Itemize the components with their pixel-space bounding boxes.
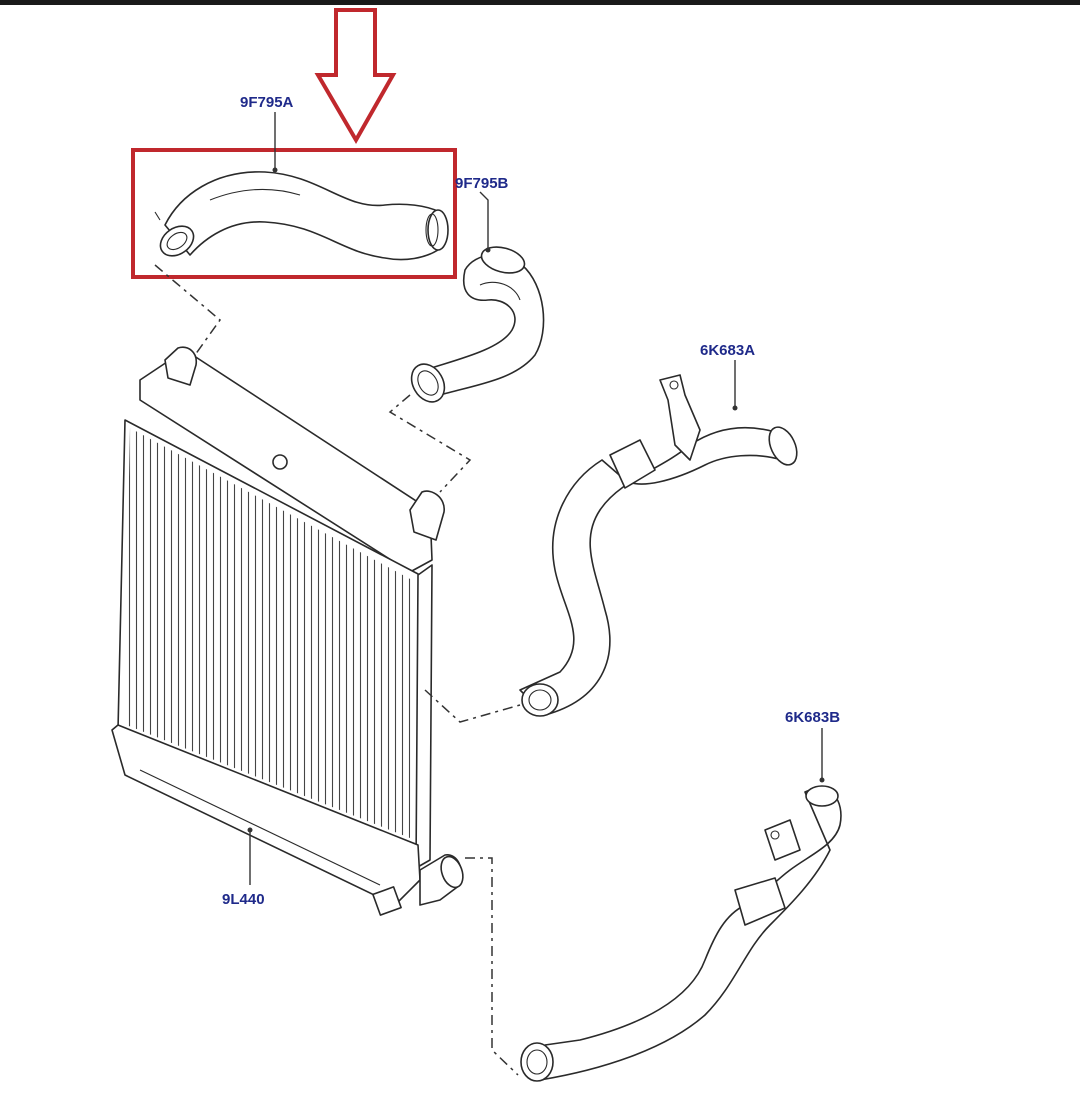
hose-9f795b: [410, 246, 545, 403]
label-9l440: 9L440: [222, 891, 265, 908]
label-6k683b: 6K683B: [785, 709, 840, 726]
highlight-box: [131, 148, 457, 279]
label-9f795a: 9F795A: [240, 94, 294, 111]
pipe-6k683b: [520, 785, 842, 1082]
leader-lines: [247, 112, 825, 885]
connection-lines: [154, 264, 521, 1076]
intercooler-9l440: [111, 346, 464, 916]
label-6k683a: 6K683A: [700, 342, 755, 359]
top-border: [0, 0, 1080, 5]
pipe-6k683a: [519, 374, 798, 717]
hose-9f795a: [154, 171, 449, 261]
label-9f795b: 9F795B: [455, 175, 509, 192]
highlight-arrow: [314, 8, 397, 145]
